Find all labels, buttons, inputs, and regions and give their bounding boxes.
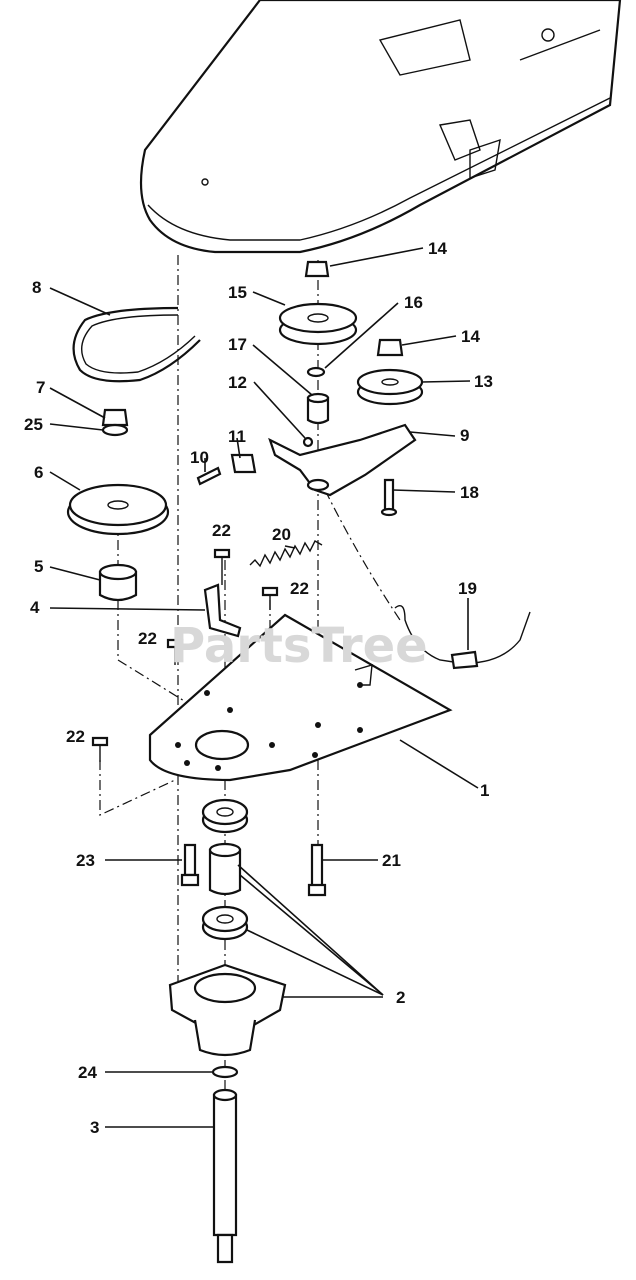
callout-7: 7 — [36, 378, 45, 397]
idler-pulley-stack — [356, 338, 424, 406]
callout-11: 11 — [228, 427, 246, 446]
bolts — [91, 548, 279, 762]
safety-wire — [394, 605, 531, 664]
callout-8: 8 — [32, 278, 41, 297]
callout-10: 10 — [190, 448, 209, 467]
mower-deck-housing — [139, 0, 622, 254]
v-belt — [72, 306, 201, 383]
callout-18: 18 — [460, 483, 479, 502]
callout-9: 9 — [460, 426, 469, 445]
callout-4: 4 — [30, 598, 40, 617]
idler-arm-assembly — [196, 423, 417, 517]
callout-23: 23 — [76, 851, 95, 870]
callout-3: 3 — [90, 1118, 99, 1137]
callout-14-top: 14 — [428, 239, 447, 258]
upper-pulley-stack — [278, 260, 358, 425]
callout-21: 21 — [382, 851, 401, 870]
callout-6: 6 — [34, 463, 43, 482]
callout-1: 1 — [480, 781, 489, 800]
callout-12: 12 — [228, 373, 247, 392]
mounting-plate — [148, 613, 453, 782]
callout-22-bottom: 22 — [66, 727, 85, 746]
callout-19: 19 — [458, 579, 477, 598]
bracket — [203, 583, 242, 638]
callout-22-top: 22 — [212, 521, 231, 540]
long-bolts — [180, 843, 327, 897]
callout-16: 16 — [404, 293, 423, 312]
callout-25: 25 — [24, 415, 43, 434]
callout-13: 13 — [474, 372, 493, 391]
spindle-housing-assembly — [168, 798, 287, 1057]
callout-22-left: 22 — [138, 629, 157, 648]
spring — [249, 540, 323, 568]
callout-22-mid: 22 — [290, 579, 309, 598]
callout-17: 17 — [228, 335, 247, 354]
spindle-shaft — [211, 1065, 239, 1264]
callout-24: 24 — [78, 1063, 97, 1082]
callout-20: 20 — [272, 525, 291, 544]
callout-5: 5 — [34, 557, 43, 576]
callout-14-right: 14 — [461, 327, 480, 346]
callout-2: 2 — [396, 988, 405, 1007]
watermark-text: PartsTree — [170, 618, 428, 674]
callout-15: 15 — [228, 283, 247, 302]
callouts: 8 7 25 6 5 4 14 15 16 17 14 12 13 11 9 1… — [24, 239, 493, 1137]
left-pulley-stack — [66, 408, 170, 602]
leader-lines — [49, 247, 479, 1128]
